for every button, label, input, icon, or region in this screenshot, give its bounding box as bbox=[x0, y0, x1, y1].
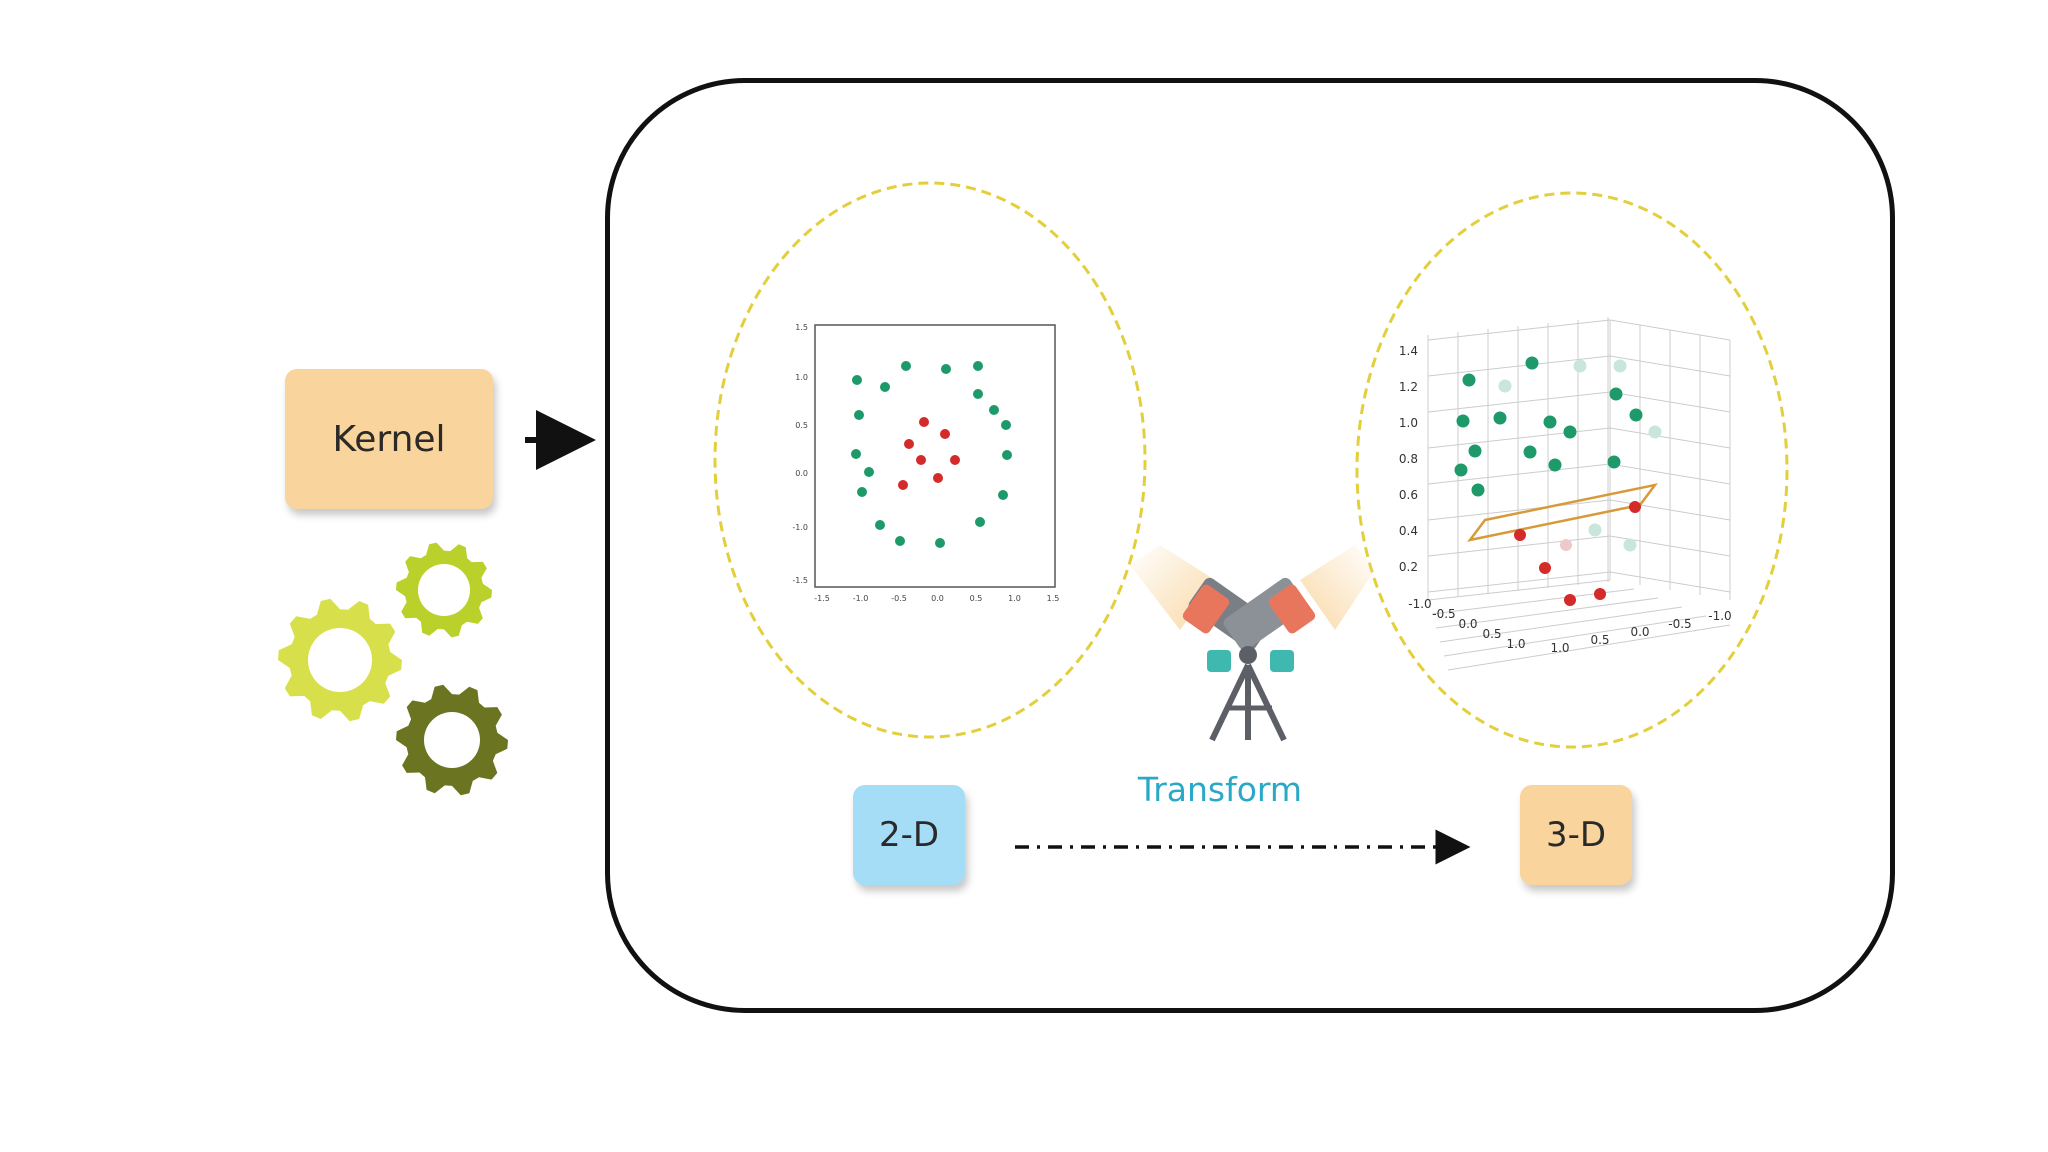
tick-3d-z: 1.0 bbox=[1399, 416, 1418, 430]
point-green bbox=[852, 375, 862, 385]
tick-2d-x: 0.5 bbox=[970, 594, 983, 603]
point-pale bbox=[1589, 524, 1602, 537]
box-3d: 3-D bbox=[1520, 785, 1632, 885]
point-red bbox=[919, 417, 929, 427]
point-green bbox=[941, 364, 951, 374]
point-green bbox=[973, 361, 983, 371]
point-green bbox=[901, 361, 911, 371]
point-green bbox=[1463, 374, 1476, 387]
point-red bbox=[904, 439, 914, 449]
point-green bbox=[973, 389, 983, 399]
tick-3d-x: -0.5 bbox=[1432, 607, 1455, 621]
point-green bbox=[857, 487, 867, 497]
point-pale bbox=[1649, 426, 1662, 439]
tick-2d-y: -1.5 bbox=[792, 576, 808, 585]
point-red bbox=[898, 480, 908, 490]
point-green bbox=[880, 382, 890, 392]
point-green bbox=[1608, 456, 1621, 469]
point-green bbox=[864, 467, 874, 477]
tick-3d-x: -1.0 bbox=[1408, 597, 1431, 611]
gear-icon-dark bbox=[396, 685, 508, 796]
point-green bbox=[935, 538, 945, 548]
tick-3d-y: 0.0 bbox=[1630, 625, 1649, 639]
label-3d: 3-D bbox=[1546, 815, 1606, 855]
transform-label: Transform bbox=[1120, 770, 1320, 809]
tick-3d-x: 1.0 bbox=[1506, 637, 1525, 651]
tick-3d-y: -0.5 bbox=[1668, 617, 1691, 631]
scatter-2d: -1.5 -1.0 -0.5 0.0 0.5 1.0 1.5 1.5 1.0 0.5 0.0 -1.0… bbox=[792, 323, 1059, 603]
projector-icon bbox=[1181, 575, 1317, 740]
point-red bbox=[933, 473, 943, 483]
tick-2d-x: -1.5 bbox=[814, 594, 830, 603]
point-green bbox=[895, 536, 905, 546]
point-green bbox=[1469, 445, 1482, 458]
point-red bbox=[916, 455, 926, 465]
tick-3d-z: 0.2 bbox=[1399, 560, 1418, 574]
point-green bbox=[851, 449, 861, 459]
point-pale bbox=[1624, 539, 1637, 552]
point-green bbox=[998, 490, 1008, 500]
point-pale bbox=[1614, 360, 1627, 373]
point-green bbox=[1494, 412, 1507, 425]
gear-icon-mid bbox=[396, 543, 492, 638]
tick-2d-x: 1.5 bbox=[1047, 594, 1060, 603]
point-green bbox=[1610, 388, 1623, 401]
point-pale bbox=[1499, 380, 1512, 393]
tick-3d-y: -1.0 bbox=[1708, 609, 1731, 623]
gear-icon-light bbox=[278, 599, 402, 721]
point-pale bbox=[1574, 360, 1587, 373]
tick-3d-z: 0.8 bbox=[1399, 452, 1418, 466]
tick-3d-z: 0.6 bbox=[1399, 488, 1418, 502]
point-green bbox=[1544, 416, 1557, 429]
point-red bbox=[1564, 594, 1576, 606]
point-green bbox=[1630, 409, 1643, 422]
point-green bbox=[1002, 450, 1012, 460]
tick-2d-x: 1.0 bbox=[1008, 594, 1021, 603]
label-2d: 2-D bbox=[879, 815, 939, 855]
point-green bbox=[1455, 464, 1468, 477]
tick-3d-x: 0.0 bbox=[1458, 617, 1477, 631]
tick-3d-x: 0.5 bbox=[1482, 627, 1501, 641]
point-red bbox=[1594, 588, 1606, 600]
tick-2d-y: 0.5 bbox=[795, 421, 808, 430]
point-red bbox=[1629, 501, 1641, 513]
tick-2d-x: 0.0 bbox=[931, 594, 944, 603]
gears-icon bbox=[278, 543, 508, 796]
point-green bbox=[1001, 420, 1011, 430]
tick-3d-z: 1.2 bbox=[1399, 380, 1418, 394]
point-red bbox=[950, 455, 960, 465]
tick-2d-y: 0.0 bbox=[795, 469, 808, 478]
point-red bbox=[1539, 562, 1551, 574]
tick-2d-y: -1.0 bbox=[792, 523, 808, 532]
tick-3d-y: 1.0 bbox=[1550, 641, 1569, 655]
point-green bbox=[1472, 484, 1485, 497]
point-green bbox=[875, 520, 885, 530]
point-pink bbox=[1560, 539, 1572, 551]
tick-3d-z: 1.4 bbox=[1399, 344, 1418, 358]
scatter-2d-axes bbox=[815, 325, 1055, 587]
tick-2d-y: 1.0 bbox=[795, 373, 808, 382]
point-green bbox=[1549, 459, 1562, 472]
tick-3d-z: 0.4 bbox=[1399, 524, 1418, 538]
tick-2d-y: 1.5 bbox=[795, 323, 808, 332]
box-2d: 2-D bbox=[853, 785, 965, 885]
point-red bbox=[940, 429, 950, 439]
point-green bbox=[975, 517, 985, 527]
tick-3d-y: 0.5 bbox=[1590, 633, 1609, 647]
tick-2d-x: -1.0 bbox=[853, 594, 869, 603]
point-green bbox=[1457, 415, 1470, 428]
point-green bbox=[1524, 446, 1537, 459]
ellipse-3d bbox=[1357, 193, 1787, 747]
point-green bbox=[854, 410, 864, 420]
tick-2d-x: -0.5 bbox=[891, 594, 907, 603]
point-red bbox=[1514, 529, 1526, 541]
point-green bbox=[989, 405, 999, 415]
point-green bbox=[1526, 357, 1539, 370]
point-green bbox=[1564, 426, 1577, 439]
